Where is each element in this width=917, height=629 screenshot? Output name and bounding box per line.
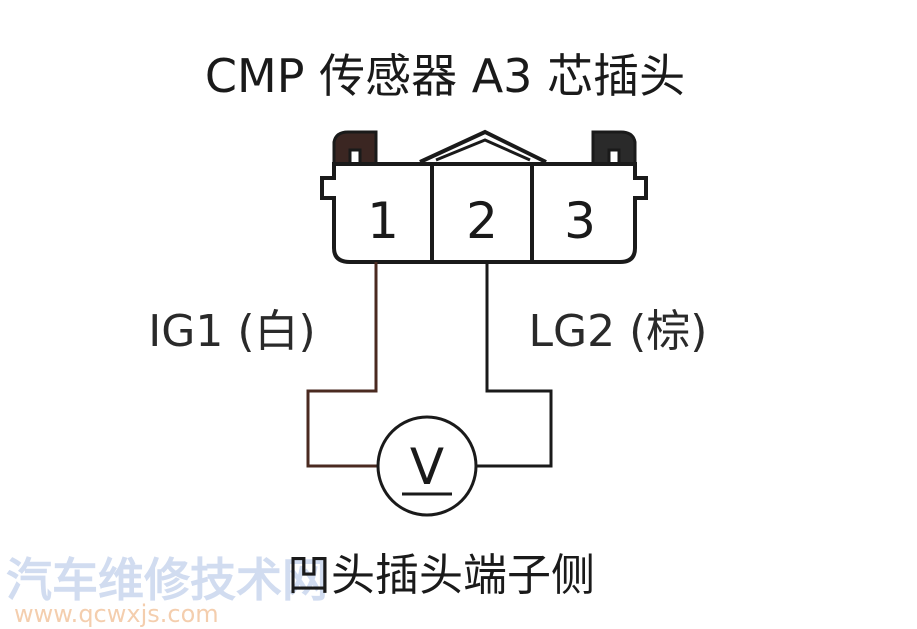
connector-housing: 1 2 3 — [320, 129, 648, 264]
pin-3-label: 3 — [564, 192, 596, 250]
right-latch — [591, 130, 637, 170]
left-latch — [332, 130, 378, 170]
watermark-text: 汽车维修技术网 — [6, 553, 328, 607]
voltmeter-symbol: V — [410, 438, 444, 496]
connector-key — [419, 129, 547, 164]
voltmeter: V — [376, 415, 478, 517]
wiring — [306, 262, 553, 468]
watermark-url: www.qcwxjs.com — [14, 600, 219, 628]
voltmeter-circle — [376, 415, 478, 517]
wire-lg2 — [476, 262, 553, 468]
wire-label-ig1: IG1 (白) — [148, 306, 315, 357]
bottom-caption: 凹头插头端子侧 — [287, 550, 595, 601]
pin-1-label: 1 — [367, 192, 399, 250]
wire-ig1 — [306, 262, 378, 468]
connector-key-inner — [435, 138, 531, 162]
wire-label-lg2: LG2 (棕) — [529, 306, 708, 357]
diagram-title: CMP 传感器 A3 芯插头 — [205, 49, 685, 103]
pin-2-label: 2 — [466, 192, 498, 250]
connector-body — [320, 162, 648, 264]
